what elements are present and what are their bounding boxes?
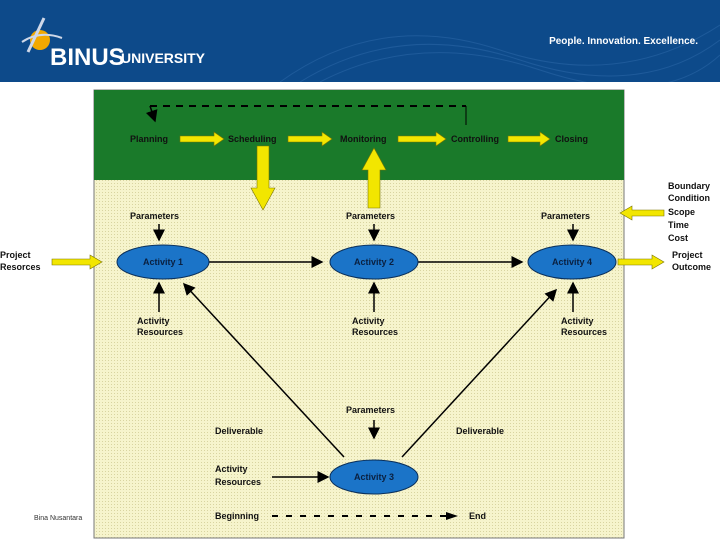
scheduling-down-arrow <box>250 145 276 211</box>
project-resources-arrow <box>51 254 103 270</box>
project-outcome-line2: Outcome <box>672 262 711 272</box>
project-resources-line2: Resorces <box>0 262 41 272</box>
binus-logo-icon <box>21 17 63 53</box>
project-outcome-line1: Project <box>672 250 703 260</box>
header-wave-pattern <box>279 24 720 82</box>
activity-1-label: Activity 1 <box>143 257 183 267</box>
header-tagline: People. Innovation. Excellence. <box>549 36 698 47</box>
beginning-label: Beginning <box>215 511 259 521</box>
footnote-text: Bina Nusantara <box>34 515 83 522</box>
parameters-label-2: Parameters <box>346 211 395 221</box>
boundary-line1: Boundary <box>668 181 710 191</box>
boundary-line4: Time <box>668 220 689 230</box>
phase-controlling: Controlling <box>451 134 499 144</box>
activity-resources-1-line2: Resources <box>137 327 183 337</box>
activity-1-node <box>116 244 210 280</box>
phase-arrow-3 <box>397 131 447 147</box>
activity-resources-3-line1: Activity <box>215 464 248 474</box>
phase-arrow-1 <box>179 131 225 147</box>
activity-2-node <box>329 244 419 280</box>
end-label: End <box>469 511 486 521</box>
brand-name: BINUS <box>50 44 125 71</box>
phase-planning: Planning <box>130 134 168 144</box>
parameters-label-4: Parameters <box>541 211 590 221</box>
parameters-label-3: Parameters <box>346 405 395 415</box>
activity-resources-1-line1: Activity <box>137 316 170 326</box>
activity-4-node <box>527 244 617 280</box>
project-outcome-arrow <box>617 254 665 270</box>
project-resources-line1: Project <box>0 250 31 260</box>
parameters-label-1: Parameters <box>130 211 179 221</box>
dashed-start-arrow <box>145 105 158 123</box>
boundary-arrow <box>619 205 665 221</box>
boundary-line3: Scope <box>668 207 695 217</box>
brand-subtitle: UNIVERSITY <box>121 50 206 66</box>
activity-resources-3-line2: Resources <box>215 477 261 487</box>
phase-scheduling: Scheduling <box>228 134 277 144</box>
deliverable-right: Deliverable <box>456 426 504 436</box>
boundary-line2: Condition <box>668 193 710 203</box>
header-banner: BINUS UNIVERSITY People. Innovation. Exc… <box>0 0 720 82</box>
phase-arrow-4 <box>507 131 551 147</box>
activity-3-label: Activity 3 <box>354 472 394 482</box>
boundary-line5: Cost <box>668 233 688 243</box>
deliverable-left: Deliverable <box>215 426 263 436</box>
activity-4-label: Activity 4 <box>552 257 592 267</box>
activity-resources-2-line1: Activity <box>352 316 385 326</box>
phase-monitoring: Monitoring <box>340 134 387 144</box>
activity-3-node <box>329 459 419 495</box>
activity-resources-2-line2: Resources <box>352 327 398 337</box>
activity-resources-4-line1: Activity <box>561 316 594 326</box>
bottom-dashed-arrowhead <box>446 512 458 520</box>
activity-resources-4-line2: Resources <box>561 327 607 337</box>
activity-2-label: Activity 2 <box>354 257 394 267</box>
phase-arrow-2 <box>287 131 333 147</box>
phase-closing: Closing <box>555 134 588 144</box>
monitoring-up-arrow <box>361 147 387 209</box>
